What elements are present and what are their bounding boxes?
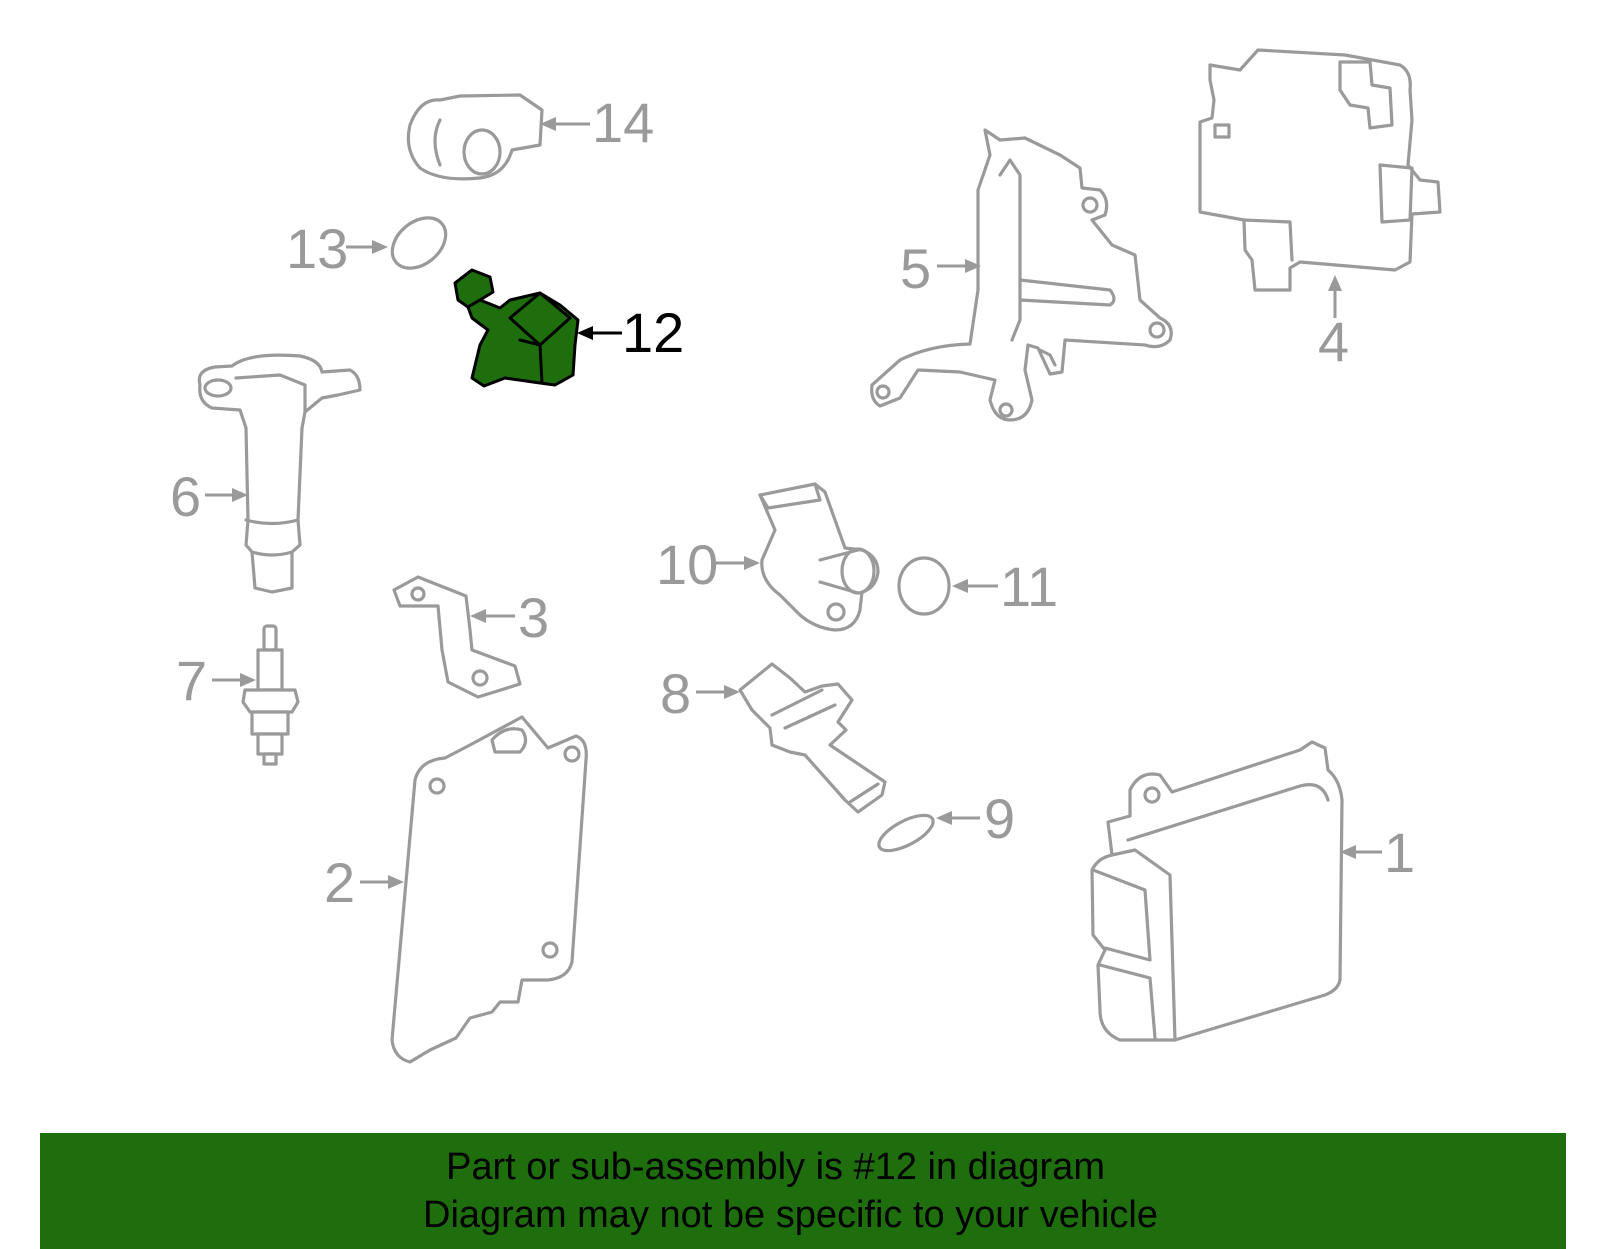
callout-5[interactable]: 5 (900, 237, 981, 300)
callout-7[interactable]: 7 (176, 649, 256, 712)
callout-4[interactable]: 4 (1318, 275, 1349, 373)
callout-8[interactable]: 8 (660, 662, 740, 725)
svg-text:14: 14 (592, 91, 654, 154)
info-banner: Part or sub-assembly is #12 in diagram D… (40, 1133, 1566, 1249)
svg-text:12: 12 (622, 301, 684, 364)
banner-disclaimer-line: Diagram may not be specific to your vehi… (423, 1194, 1158, 1236)
part-14-knock-sensor[interactable] (406, 93, 544, 181)
svg-text:6: 6 (170, 465, 201, 528)
callout-6[interactable]: 6 (170, 465, 248, 528)
callout-13[interactable]: 13 (286, 217, 388, 280)
callout-14[interactable]: 14 (540, 91, 654, 154)
svg-text:13: 13 (286, 217, 348, 280)
callout-12[interactable]: 12 (577, 301, 684, 364)
part-13-o-ring[interactable] (383, 208, 456, 279)
svg-text:11: 11 (1000, 555, 1058, 618)
part-1-ecm[interactable] (1090, 740, 1344, 1042)
callout-3[interactable]: 3 (470, 586, 549, 649)
part-4-module-cover[interactable] (1198, 48, 1442, 292)
part-3-bracket[interactable] (392, 575, 522, 699)
part-2-cover-plate[interactable] (390, 715, 588, 1064)
svg-text:1: 1 (1384, 821, 1415, 884)
banner-part-line: Part or sub-assembly is #12 in diagram (446, 1146, 1105, 1188)
part-6-ignition-coil[interactable] (197, 353, 362, 594)
callout-1[interactable]: 1 (1340, 821, 1415, 884)
callout-9[interactable]: 9 (936, 787, 1015, 850)
svg-text:3: 3 (518, 586, 549, 649)
svg-text:2: 2 (324, 851, 355, 914)
callout-2[interactable]: 2 (324, 851, 404, 914)
svg-text:5: 5 (900, 237, 931, 300)
part-7-spark-plug[interactable] (241, 624, 300, 766)
part-12-position-sensor[interactable] (453, 268, 580, 388)
svg-text:9: 9 (984, 787, 1015, 850)
svg-text:8: 8 (660, 662, 691, 725)
svg-text:10: 10 (656, 533, 718, 596)
part-5-support-bracket[interactable] (870, 128, 1173, 422)
callout-10[interactable]: 10 (656, 533, 760, 596)
part-10-camshaft-sensor[interactable] (758, 482, 880, 632)
svg-text:4: 4 (1318, 310, 1349, 373)
part-11-o-ring[interactable] (897, 556, 951, 616)
callout-11[interactable]: 11 (952, 555, 1058, 618)
part-8-crank-sensor[interactable] (738, 662, 887, 814)
svg-text:7: 7 (176, 649, 207, 712)
part-9-o-ring[interactable] (874, 808, 938, 857)
